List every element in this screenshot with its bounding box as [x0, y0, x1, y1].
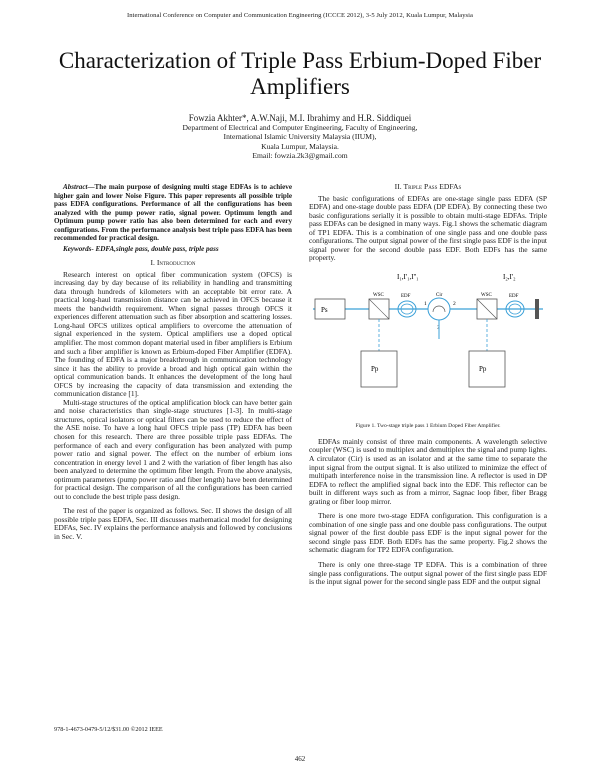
circulator-label: Cir [436, 293, 443, 298]
input-signal-label: Ps [321, 306, 328, 314]
running-head: International Conference on Computer and… [126, 12, 474, 19]
wsc-2-diagonal [476, 298, 498, 320]
keywords: Keywords- EDFA,single pass, double pass,… [63, 244, 219, 253]
abstract-label: Abstract [63, 183, 88, 191]
edf-1-coil-inner [400, 303, 414, 315]
paper-title: Characterization of Triple Pass Erbium-D… [30, 48, 570, 100]
abstract-text: —The main purpose of designing multi sta… [54, 183, 292, 242]
title-line-1: Characterization of Triple Pass Erbium-D… [58, 48, 542, 73]
schematic-svg: Ps WSC EDF Cir 1 2 3 WSC EDF [313, 273, 543, 388]
figure-1-caption: Figure 1. Two-stage triple pass 1 Erbium… [355, 422, 501, 429]
circulator [427, 297, 451, 321]
edf-2-coil [505, 300, 525, 318]
intensity-label-2: I₂,I'₂ [503, 273, 516, 281]
tp-paragraph-2: EDFAs mainly consist of three main compo… [309, 436, 547, 506]
reflector [535, 298, 539, 319]
section-title: Introduction [156, 258, 196, 268]
port-1-label: 1 [424, 301, 427, 307]
pump-1-box [360, 350, 398, 388]
intensity-label-1: I₁,I'₁,I''₁ [397, 273, 419, 281]
circulator-arrow [432, 305, 446, 312]
author-email: Email: fowzia.2k3@gmail.com [252, 150, 348, 160]
section-number: II. [394, 182, 402, 191]
pump-1-label: Pp [371, 365, 379, 373]
tp-paragraph-3: There is one more two-stage EDFA configu… [309, 511, 547, 555]
intro-paragraph-2: Multi-stage structures of the optical am… [54, 397, 292, 501]
right-column: II. Triple Pass EDFAs The basic configur… [309, 182, 547, 587]
input-signal-box [314, 298, 346, 320]
page-number: 462 [294, 755, 306, 763]
left-column: Abstract—The main purpose of designing m… [54, 183, 292, 542]
affiliation-line-2: International Islamic University Malaysi… [223, 132, 377, 142]
affiliation-line-3: Kuala Lumpur, Malaysia. [261, 141, 339, 151]
section-number: I. [150, 258, 155, 268]
abstract: Abstract—The main purpose of designing m… [54, 183, 292, 243]
tp-paragraph-1: The basic configurations of EDFAs are on… [309, 193, 547, 263]
port-2-label: 2 [453, 301, 456, 307]
pump-2-label: Pp [479, 365, 487, 373]
tp-paragraph-4: There is only one three-stage TP EDFA. T… [309, 560, 547, 587]
title-line-2: Amplifiers [250, 74, 350, 99]
section-heading-triple-pass: II. Triple Pass EDFAs [309, 182, 547, 192]
intro-paragraph-3: The rest of the paper is organized as fo… [54, 506, 292, 541]
isbn-footer: 978-1-4673-0479-5/12/$31.00 ©2012 IEEE [54, 726, 163, 733]
intro-paragraph-1: Research interest on optical fiber commu… [54, 269, 292, 399]
author-block: Fowzia Akhter*, A.W.Naji, M.I. Ibrahimy … [0, 113, 600, 160]
wsc-1-label: WSC [373, 293, 385, 298]
edf-1-coil [397, 300, 417, 318]
wsc-1-diagonal [368, 298, 390, 320]
edf-2-label: EDF [509, 294, 519, 299]
pump-2-box [468, 350, 506, 388]
author-names: Fowzia Akhter*, A.W.Naji, M.I. Ibrahimy … [188, 113, 412, 123]
edf-1-label: EDF [401, 294, 411, 299]
affiliation-line-1: Department of Electrical and Computer En… [182, 123, 418, 132]
figure-1-schematic: Ps WSC EDF Cir 1 2 3 WSC EDF [309, 269, 547, 419]
wsc-2-label: WSC [481, 293, 493, 298]
edf-2-coil-inner [508, 303, 522, 315]
section-heading-introduction: I. Introduction [54, 258, 292, 268]
section-title: Triple Pass EDFAs [403, 182, 462, 191]
